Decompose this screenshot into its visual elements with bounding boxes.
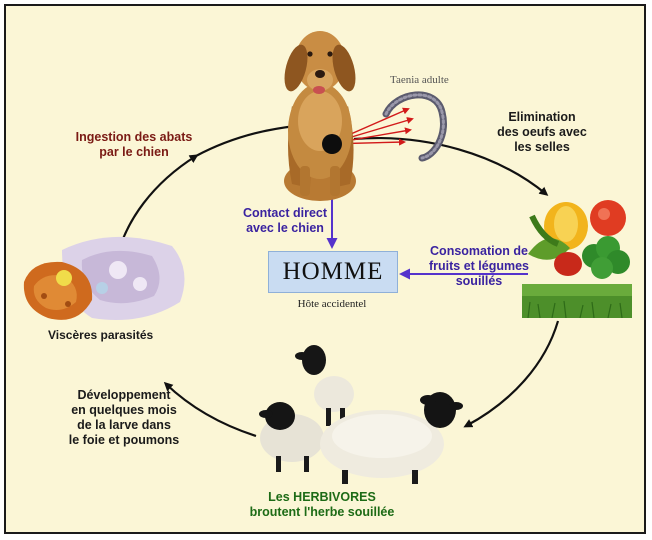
cycle-arc-bottom-left — [163, 381, 257, 438]
herbivores-label: Les HERBIVORES broutent l'herbe souillée — [249, 490, 395, 519]
ingestion-label: Ingestion des abats par le chien — [75, 130, 193, 159]
contact-label: Contact direct avec le chien — [242, 206, 328, 235]
cycle-arc-top-right — [353, 136, 549, 196]
developpement-label: Développement en quelques mois de la lar… — [68, 388, 180, 447]
cycle-arc-top-left — [195, 124, 297, 157]
host-caption: Hôte accidentel — [297, 298, 367, 310]
diagram-frame: Taenia adulte Elimination des oeufs avec… — [4, 4, 646, 534]
cycle-arc-right — [463, 320, 560, 428]
taenia-label: Taenia adulte — [390, 74, 449, 86]
consommation-label: Consomation de fruits et légumes souillé… — [428, 244, 530, 288]
dog-illustration — [284, 31, 356, 201]
elimination-label: Elimination des oeufs avec les selles — [497, 110, 587, 154]
taenia-worm-illustration — [382, 91, 447, 162]
human-host-box: HOMME — [268, 251, 398, 293]
grass-illustration — [522, 284, 632, 318]
host-label: HOMME — [282, 258, 384, 285]
sheep-illustration — [259, 345, 463, 484]
visceres-label: Viscères parasités — [48, 328, 154, 342]
vegetables-illustration — [528, 200, 630, 279]
viscera-illustration — [23, 236, 185, 320]
